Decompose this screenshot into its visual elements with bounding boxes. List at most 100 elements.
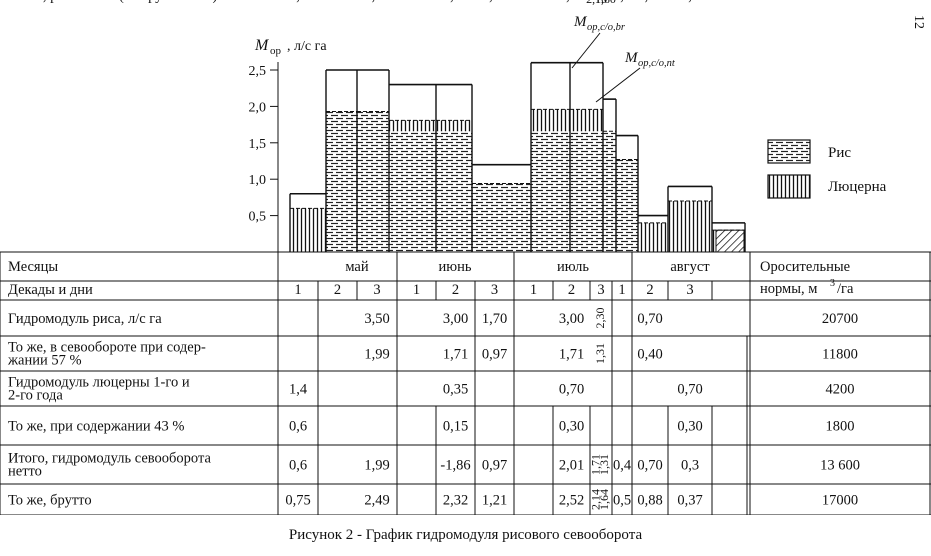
rice-bar <box>616 159 638 252</box>
row-value-vertical: 1,31 <box>593 343 607 364</box>
row-value: -1,86 <box>440 458 470 474</box>
row-value-vertical: 1,31 <box>597 454 611 475</box>
row-value: 0,75 <box>285 493 310 509</box>
row-norm: 17000 <box>822 493 858 509</box>
alfalfa-bar <box>389 120 436 132</box>
row-norm: 20700 <box>822 311 858 327</box>
header-decade: 3 <box>597 282 604 298</box>
row-value: 0,15 <box>443 419 468 435</box>
curve-br-pointer <box>571 32 601 69</box>
row-value: 3,00 <box>559 311 584 327</box>
alfalfa-bar <box>436 120 472 132</box>
row-value: 0,70 <box>637 458 662 474</box>
row-value: 0,30 <box>559 419 584 435</box>
rice-bar <box>570 131 603 252</box>
header-decade: 1 <box>618 282 625 298</box>
row-value: 0,88 <box>637 493 662 509</box>
row-value: 0,4 <box>613 458 632 474</box>
row-value: 0,70 <box>677 382 702 398</box>
chart-outlines <box>289 61 746 252</box>
header-decade: 3 <box>686 282 693 298</box>
row-value: 0,5 <box>613 0 631 4</box>
legend-alfalfa-label: Люцерна <box>828 179 887 195</box>
row-value: 0,35 <box>443 382 468 398</box>
header-month: август <box>670 259 710 275</box>
row-value: 2,52 <box>559 493 584 509</box>
row-label: нетто <box>8 464 42 480</box>
header-month: май <box>345 259 369 275</box>
hydromodule-chart: M ор , л/с га 0,51,01,52,02,5 M ор,с/о,b… <box>249 14 887 252</box>
row-value: 0,70 <box>559 382 584 398</box>
y-axis-title: M <box>254 37 270 54</box>
curve-nt-pointer <box>595 67 641 103</box>
row-value: 1,71 <box>559 347 584 363</box>
norms-header-sup: 3 <box>830 278 835 289</box>
row-value: 0,37 <box>677 493 702 509</box>
row-value: 0,40 <box>637 347 662 363</box>
alfalfa-bar <box>531 109 570 132</box>
row-value: 3,00 <box>443 311 468 327</box>
header-decade: 2 <box>452 282 459 298</box>
rice-bar <box>472 183 531 252</box>
y-axis-title-sub: ор <box>270 45 282 57</box>
curve-br-label-main: M <box>573 14 588 30</box>
header-decade: 2 <box>568 282 575 298</box>
header-decade: 1 <box>530 282 537 298</box>
header-decade: 2 <box>646 282 653 298</box>
chart-bars <box>290 109 745 252</box>
alfalfa-bar <box>570 109 603 132</box>
rice-bar <box>603 131 616 252</box>
row-value: 3,50 <box>364 311 389 327</box>
rice-bar <box>357 111 389 252</box>
y-axis: 0,51,01,52,02,5 <box>249 62 279 252</box>
norms-header: Оросительные <box>760 259 850 275</box>
row-value-vertical: 1,64 <box>597 489 611 510</box>
row-norm: 1800 <box>826 419 855 435</box>
row-value: 0,70 <box>637 311 662 327</box>
row-value: 0,30 <box>677 419 702 435</box>
row-label: Гидромодуль риса, л/с га <box>8 311 162 327</box>
row-value: 0,8 <box>289 0 307 4</box>
row-value: 0,6 <box>289 419 307 435</box>
header-months-label: Месяцы <box>8 259 58 275</box>
row-value: 1,4 <box>289 382 308 398</box>
curve-nt-label-main: M <box>624 50 639 66</box>
header-decade: 1 <box>413 282 420 298</box>
figure-caption: Рисунок 2 - График гидромодуля рисового … <box>288 527 643 543</box>
row-value: 2,60 <box>559 0 584 4</box>
row-value: 1,21 <box>482 493 507 509</box>
y-tick-label: 0,5 <box>249 210 267 225</box>
curve-nt-label-sub: ор,с/о,nt <box>638 58 676 69</box>
row-value: 2,32 <box>443 493 468 509</box>
rice-bar <box>531 131 570 252</box>
row-value: 1,99 <box>364 347 389 363</box>
header-decades-label: Декады и дни <box>8 282 93 298</box>
rice-bar <box>436 131 472 252</box>
row-value: 0,97 <box>482 458 507 474</box>
row-value: 1,20 <box>482 0 507 4</box>
row-value: 0,97 <box>482 347 507 363</box>
norms-header-end: /га <box>837 281 854 297</box>
row-value: 2,49 <box>364 493 389 509</box>
row-value: 1,71 <box>443 347 468 363</box>
rice-bar <box>326 111 357 252</box>
table-grid <box>0 251 931 515</box>
norms-header-unit: нормы, м <box>760 281 817 297</box>
y-axis-title-unit: , л/с га <box>287 39 327 54</box>
row-label: То же, расчетный (с округлением) <box>8 0 217 4</box>
rice-bar <box>389 131 436 252</box>
alfalfa-bar <box>638 222 668 252</box>
row-norm: 4200 <box>826 382 855 398</box>
header-decade: 3 <box>491 282 498 298</box>
row-value: 0,5 <box>613 493 631 509</box>
row-value: 0,6 <box>289 458 307 474</box>
legend-rice-swatch <box>767 139 811 164</box>
row-label: Итого, гидромодуль севооборота <box>8 451 211 467</box>
legend-alfalfa-swatch <box>767 174 811 199</box>
row-value: 2,50 <box>364 0 389 4</box>
row-value: 0,3 <box>681 458 699 474</box>
row-value: 1,99 <box>364 458 389 474</box>
row-value: 0,4 <box>681 0 700 4</box>
legend-rice-label: Рис <box>828 145 851 161</box>
